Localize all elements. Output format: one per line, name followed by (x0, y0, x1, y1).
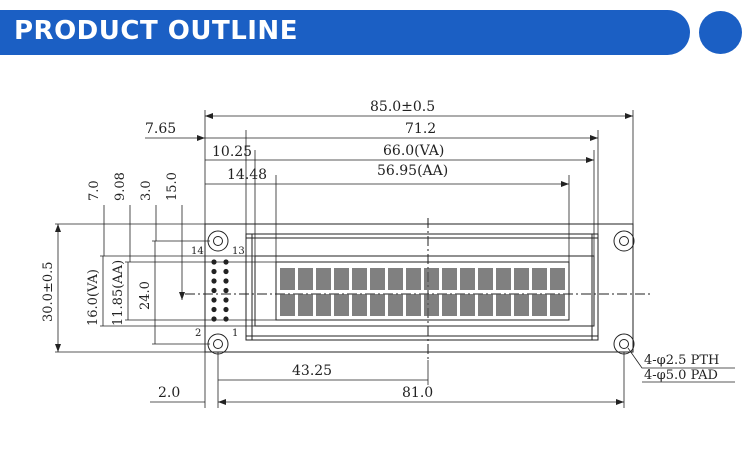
character-cell (478, 268, 493, 290)
connector-pin (223, 278, 229, 284)
character-cell (406, 268, 421, 290)
aa-width-label: 56.95(AA) (377, 163, 448, 179)
connector-pin (223, 316, 229, 322)
connector-pins (211, 259, 229, 322)
dimension-labels: 85.0±0.5 7.65 71.2 10.25 66.0(VA) 14.48 … (41, 99, 719, 401)
character-cell (514, 268, 529, 290)
character-cell (280, 268, 295, 290)
character-cell (352, 294, 367, 316)
view-area (254, 255, 595, 327)
banner-dot (699, 11, 742, 54)
v-dim-4-label: 15.0 (165, 172, 180, 201)
character-matrix (280, 268, 565, 316)
hole-bottom-left (207, 333, 229, 355)
arrowheads (55, 113, 633, 405)
character-cell (406, 294, 421, 316)
connector-pin (211, 316, 217, 322)
character-cell (424, 268, 439, 290)
character-cell (424, 294, 439, 316)
character-cell (460, 294, 475, 316)
va-height-label: 16.0(VA) (86, 269, 101, 326)
overall-width-label: 85.0±0.5 (370, 99, 435, 115)
glass-width-label: 71.2 (405, 121, 436, 137)
connector-pin (211, 268, 217, 275)
page-title: PRODUCT OUTLINE (14, 16, 298, 46)
connector-pin (211, 287, 217, 294)
connector-pin (211, 306, 217, 313)
hole-top-left (207, 230, 229, 252)
character-cell (388, 268, 403, 290)
pcb-height-label: 24.0 (138, 281, 153, 310)
character-cell (316, 294, 331, 316)
character-cell (514, 294, 529, 316)
overall-height-label: 30.0±0.5 (41, 261, 56, 322)
pin-2-label: 2 (195, 328, 201, 339)
hole-margin-label: 2.0 (158, 385, 180, 401)
pin-1-label: 1 (232, 328, 238, 339)
glass-offset-label: 7.65 (145, 121, 176, 137)
character-cell (370, 294, 385, 316)
va-width-label: 66.0(VA) (383, 143, 444, 159)
hole-pad-label: 4-φ5.0 PAD (644, 368, 718, 383)
bezel-outline (245, 233, 599, 341)
hole-bottom-right (613, 333, 635, 355)
character-cell (550, 268, 565, 290)
connector-pin (211, 297, 217, 303)
character-cell (298, 268, 313, 290)
character-cell (388, 294, 403, 316)
character-cell (442, 294, 457, 316)
character-cell (478, 294, 493, 316)
connector-pin (211, 278, 217, 284)
hole-top-right (613, 230, 635, 252)
character-cell (532, 294, 547, 316)
dimension-lines (55, 110, 735, 408)
pin-14-label: 14 (191, 246, 204, 257)
character-cell (496, 268, 511, 290)
va-offset-label: 10.25 (212, 144, 252, 160)
connector-pin (223, 287, 229, 294)
connector-pin (223, 297, 229, 303)
character-cell (298, 294, 313, 316)
pin-13-label: 13 (232, 246, 245, 257)
character-cell (334, 294, 349, 316)
character-cell (550, 294, 565, 316)
v-dim-2-label: 9.08 (113, 172, 128, 201)
hole-pth-label: 4-φ2.5 PTH (644, 353, 719, 368)
aa-offset-label: 14.48 (227, 167, 267, 183)
character-cell (442, 268, 457, 290)
center-offset-label: 43.25 (292, 363, 332, 379)
pcb-outline (204, 223, 634, 353)
aa-height-label: 11.85(AA) (111, 260, 126, 326)
character-cell (370, 268, 385, 290)
active-area (275, 261, 570, 321)
v-dim-1-label: 7.0 (87, 180, 102, 201)
character-cell (496, 294, 511, 316)
title-banner: PRODUCT OUTLINE (0, 10, 690, 55)
v-dim-3-label: 3.0 (139, 180, 154, 201)
character-cell (352, 268, 367, 290)
connector-pin (223, 306, 229, 313)
module-outline (185, 218, 650, 360)
connector-pin (223, 268, 229, 275)
character-cell (280, 294, 295, 316)
character-cell (532, 268, 547, 290)
character-cell (316, 268, 331, 290)
hole-pitch-label: 81.0 (402, 385, 433, 401)
character-cell (334, 268, 349, 290)
character-cell (460, 268, 475, 290)
